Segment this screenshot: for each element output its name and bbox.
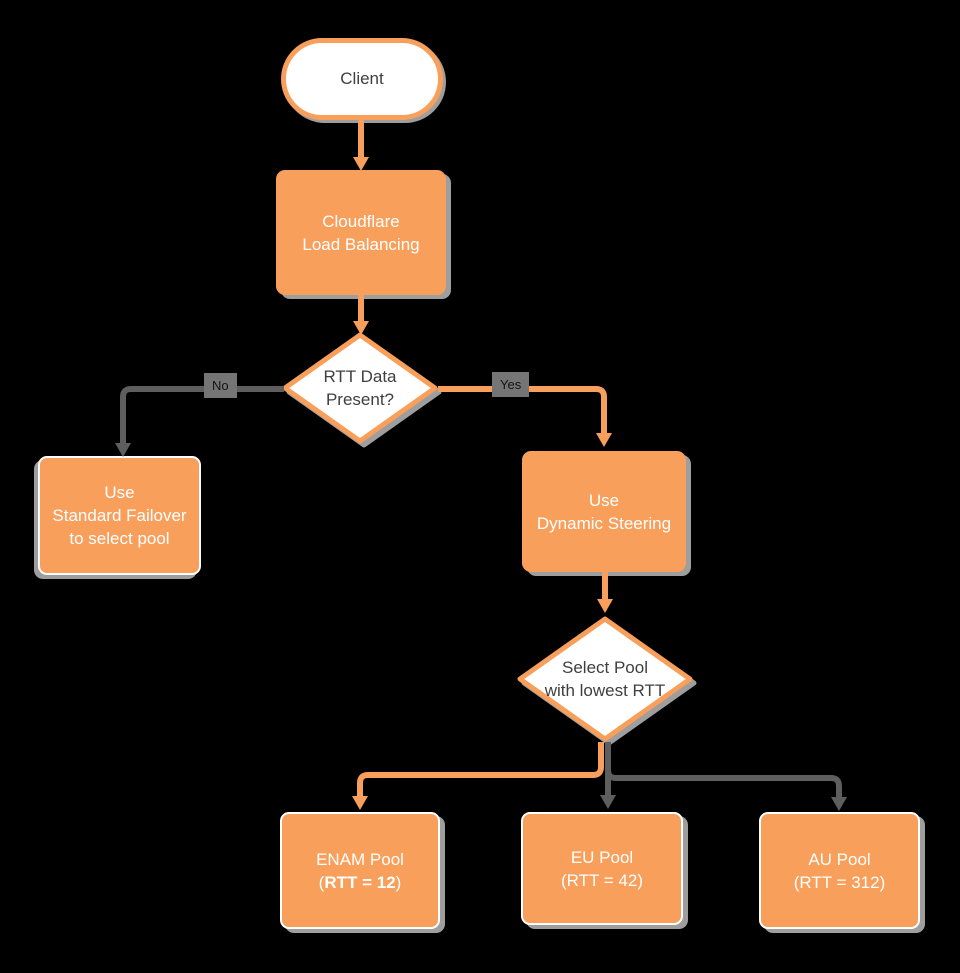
decision-diamond-shape [282,332,438,444]
node-standard-failover: Use Standard Failover to select pool [38,456,201,575]
node-rtt-decision: RTT Data Present? [281,331,439,445]
node-au-pool-line2: (RTT = 312) [793,872,886,892]
node-enam-pool: ENAM Pool (RTT = 12) [280,812,440,929]
node-load-balancer: Cloudflare Load Balancing [276,170,446,295]
arrowhead-dynamic-steering [596,433,612,447]
arrowhead-au-pool [831,797,847,811]
node-select-pool: Select Pool with lowest RTT [516,615,694,743]
node-dynamic-steering-line2: Dynamic Steering [536,513,672,533]
decision-diamond-shape [517,616,693,742]
arrowhead-eu-pool [600,795,616,809]
node-standard-failover-line3: to select pool [69,529,170,548]
node-select-pool-line2: with lowest RTT [544,681,666,700]
edge-select-pool-to-au-pool [605,742,842,798]
node-enam-pool-line2: (RTT = 12) [318,872,402,892]
node-au-pool-line1: AU Pool [808,849,871,869]
node-enam-pool-rtt-value: RTT = 12 [324,872,396,892]
node-dynamic-steering: Use Dynamic Steering [522,451,686,572]
node-standard-failover-line2: Standard Failover [52,506,187,525]
node-client-label: Client [340,69,384,88]
edge-label-no: No [204,373,237,398]
node-client: Client [281,38,443,120]
node-enam-pool-line1: ENAM Pool [316,849,404,869]
arrowhead-standard-failover [115,443,131,457]
edge-select-pool-to-enam-pool [357,742,604,797]
node-eu-pool-line2: (RTT = 42) [560,870,644,890]
node-load-balancer-line1: Cloudflare [322,211,400,231]
node-standard-failover-line1: Use [104,483,135,502]
node-rtt-decision-line1: RTT Data [323,367,397,386]
node-eu-pool: EU Pool (RTT = 42) [521,812,683,925]
arrowhead-enam-pool [352,796,368,810]
node-rtt-decision-line2: Present? [325,390,395,409]
node-au-pool: AU Pool (RTT = 312) [759,812,920,929]
arrowhead-load-balancer [353,157,369,171]
node-select-pool-line1: Select Pool [562,658,648,677]
arrowhead-select-pool [597,599,613,613]
node-load-balancer-line2: Load Balancing [302,234,420,254]
node-dynamic-steering-line1: Use [588,490,620,510]
node-eu-pool-line1: EU Pool [570,847,634,867]
edge-label-yes: Yes [492,372,530,397]
